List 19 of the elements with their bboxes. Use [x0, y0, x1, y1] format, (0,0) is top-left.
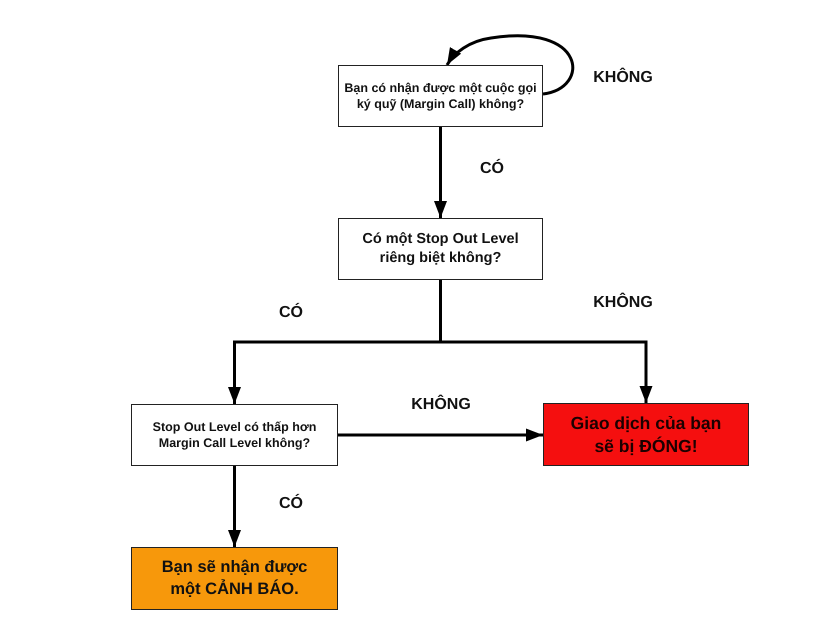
- arrow: [434, 127, 447, 218]
- arrow: [338, 428, 543, 442]
- question-text: Bạn có nhận được một cuộc gọi ký quỹ (Margin Call) không?: [343, 80, 538, 112]
- decision-box: [338, 65, 543, 127]
- arrow: [228, 466, 241, 547]
- decision-box: [338, 218, 543, 280]
- question-text: Stop Out Level có thấp hơn Margin Call Level không?: [152, 418, 318, 452]
- outcome-text: Bạn sẽ nhận được một CẢNH BÁO.: [160, 557, 308, 600]
- arrow: [439, 280, 652, 403]
- edge-label: CÓ: [279, 304, 303, 322]
- outcome-text: Giao dịch của bạn sẽ bị ĐÓNG!: [570, 412, 722, 458]
- edge-label: CÓ: [279, 495, 303, 513]
- edge-label: CÓ: [480, 160, 504, 178]
- decision-box: [131, 404, 338, 466]
- edge-label: KHÔNG: [593, 294, 653, 312]
- edge-label: KHÔNG: [411, 396, 471, 414]
- question-text: Có một Stop Out Level riêng biệt không?: [361, 230, 520, 268]
- outcome-box: [543, 403, 749, 466]
- outcome-box: [131, 547, 338, 610]
